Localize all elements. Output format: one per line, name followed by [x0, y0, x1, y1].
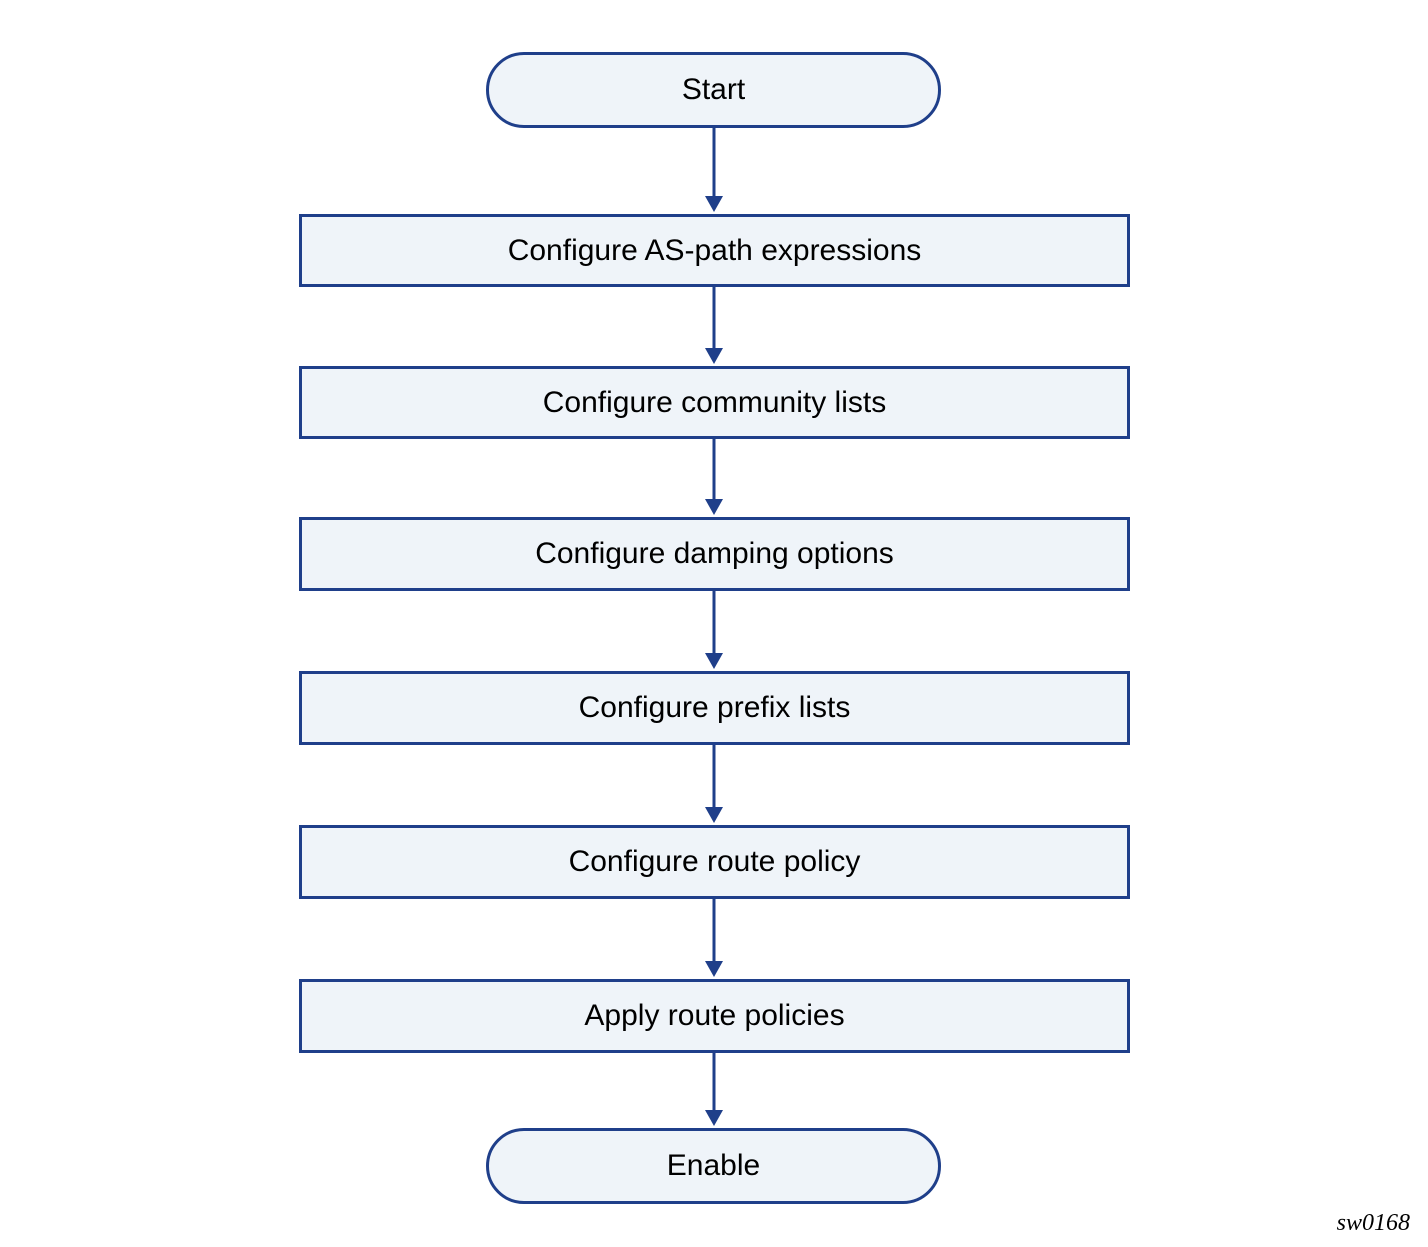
apply-route-policies-label: Apply route policies	[584, 999, 845, 1032]
arrow-damping-to-prefix-head	[705, 653, 723, 669]
arrow-prefix-to-route-policy-head	[705, 807, 723, 823]
arrow-apply-to-enable-head	[705, 1110, 723, 1126]
arrow-route-policy-to-apply-head	[705, 961, 723, 977]
start-label: Start	[681, 73, 746, 106]
enable-label: Enable	[666, 1149, 761, 1182]
configure-as-path-label: Configure AS-path expressions	[507, 233, 922, 267]
configure-as-path-step: Configure AS-path expressions	[299, 214, 1130, 287]
arrow-as-path-to-community-head	[705, 348, 723, 364]
configure-community-lists-label: Configure community lists	[542, 385, 887, 419]
figure-id: sw0168	[1336, 1210, 1410, 1236]
configure-prefix-lists-step: Configure prefix lists	[299, 671, 1130, 745]
configure-prefix-lists-label: Configure prefix lists	[578, 691, 851, 724]
arrow-community-to-damping-head	[705, 499, 723, 515]
configure-route-policy-label: Configure route policy	[568, 845, 861, 878]
apply-route-policies-step: Apply route policies	[299, 979, 1130, 1053]
configure-damping-options-label: Configure damping options	[535, 537, 894, 570]
configure-community-lists-step: Configure community lists	[299, 366, 1130, 439]
start-node: Start	[486, 52, 941, 128]
arrow-start-to-as-path-head	[705, 196, 723, 212]
enable-node: Enable	[486, 1128, 941, 1204]
configure-damping-options-step: Configure damping options	[299, 517, 1130, 591]
configure-route-policy-step: Configure route policy	[299, 825, 1130, 899]
